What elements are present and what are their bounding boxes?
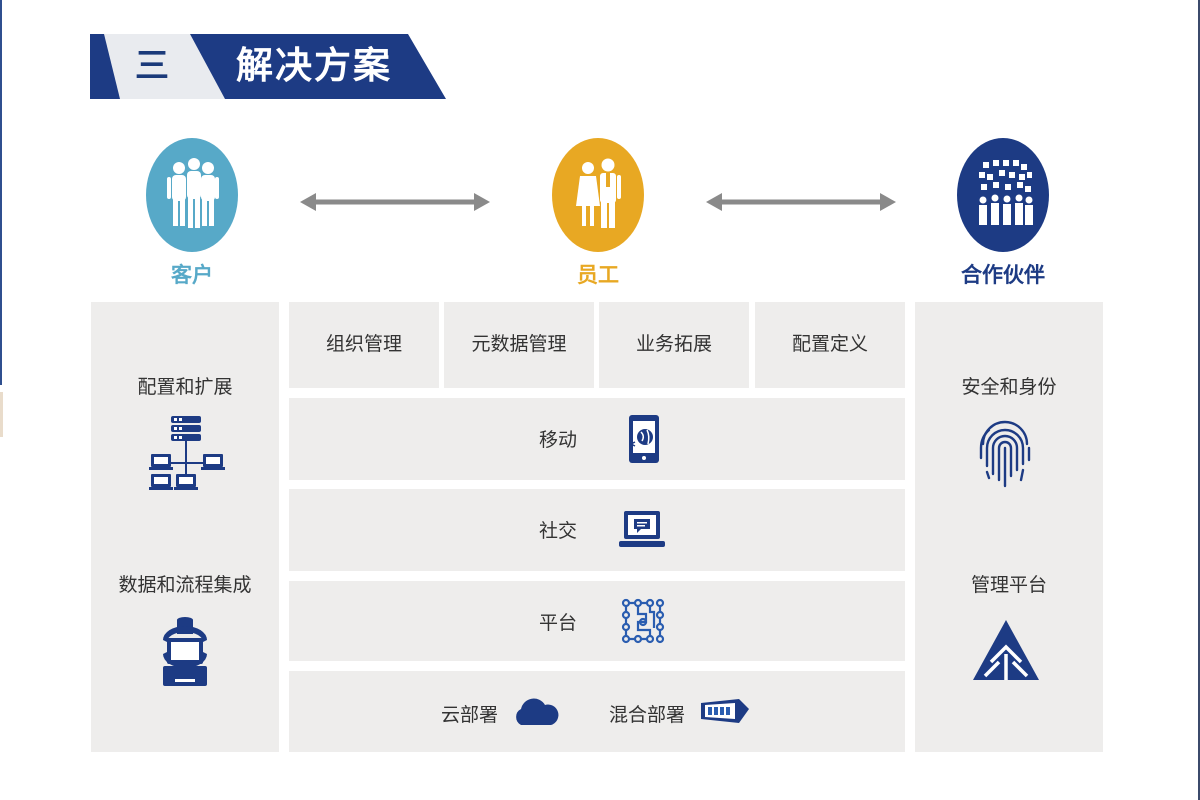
row-mobile: 移动 — [289, 398, 905, 480]
employees-icon — [576, 158, 621, 228]
row-deployment: 云部署 混合部署 — [289, 671, 905, 752]
platform-label: 平台 — [539, 612, 578, 634]
role-partner: 合作伙伴 — [943, 138, 1063, 288]
laptop-chat-icon — [619, 511, 665, 547]
cell-metadata-management: 元数据管理 — [444, 302, 594, 388]
mobile-globe-icon — [629, 415, 659, 463]
row-social: 社交 — [289, 489, 905, 571]
customers-icon — [167, 158, 219, 228]
role-employee: 员工 — [538, 138, 658, 288]
role-label-employee: 员工 — [577, 263, 619, 287]
server-network-icon — [149, 416, 225, 490]
left-panel: 配置和扩展 数据和流程集成 — [91, 302, 279, 752]
config-definition-label: 配置定义 — [791, 333, 868, 355]
metadata-management-label: 元数据管理 — [471, 333, 567, 355]
pyramid-arrows-icon — [973, 620, 1039, 680]
integration-device-icon — [163, 617, 207, 686]
banner-shape — [90, 34, 446, 99]
cell-org-management: 组织管理 — [289, 302, 439, 388]
circuit-icon — [621, 598, 665, 644]
cell-config-definition: 配置定义 — [755, 302, 905, 388]
section-number: 三 — [135, 46, 169, 86]
org-management-label: 组织管理 — [325, 333, 402, 355]
cloud-deploy-label: 云部署 — [441, 704, 499, 726]
social-label: 社交 — [539, 520, 578, 542]
left-edge-line — [0, 0, 2, 385]
right-edge-line — [1198, 0, 1200, 800]
section-banner: 三 解决方案 — [90, 34, 446, 99]
role-label-partner: 合作伙伴 — [961, 263, 1045, 287]
customer-circle — [146, 138, 238, 252]
security-identity-label: 安全和身份 — [961, 376, 1057, 398]
right-panel: 安全和身份 管理平台 — [915, 302, 1103, 752]
fingerprint-icon — [979, 420, 1031, 488]
business-expansion-label: 业务拓展 — [635, 333, 712, 355]
double-arrow-icon — [300, 193, 490, 211]
data-process-integration-label: 数据和流程集成 — [118, 574, 252, 596]
left-edge-mark — [0, 392, 3, 437]
row-platform: 平台 — [289, 581, 905, 661]
management-platform-label: 管理平台 — [970, 574, 1047, 596]
employee-circle — [552, 138, 644, 252]
mobile-label: 移动 — [539, 429, 578, 451]
role-customer: 客户 — [132, 138, 252, 288]
page-title: 解决方案 — [236, 44, 392, 87]
config-extend-label: 配置和扩展 — [137, 376, 233, 398]
cell-business-expansion: 业务拓展 — [599, 302, 749, 388]
double-arrow-icon — [706, 193, 896, 211]
partners-network-icon — [979, 160, 1033, 225]
hybrid-container-icon — [701, 699, 749, 723]
role-label-customer: 客户 — [171, 263, 213, 287]
partner-circle — [957, 138, 1049, 252]
hybrid-deploy-label: 混合部署 — [609, 704, 686, 726]
cloud-icon — [516, 698, 559, 725]
